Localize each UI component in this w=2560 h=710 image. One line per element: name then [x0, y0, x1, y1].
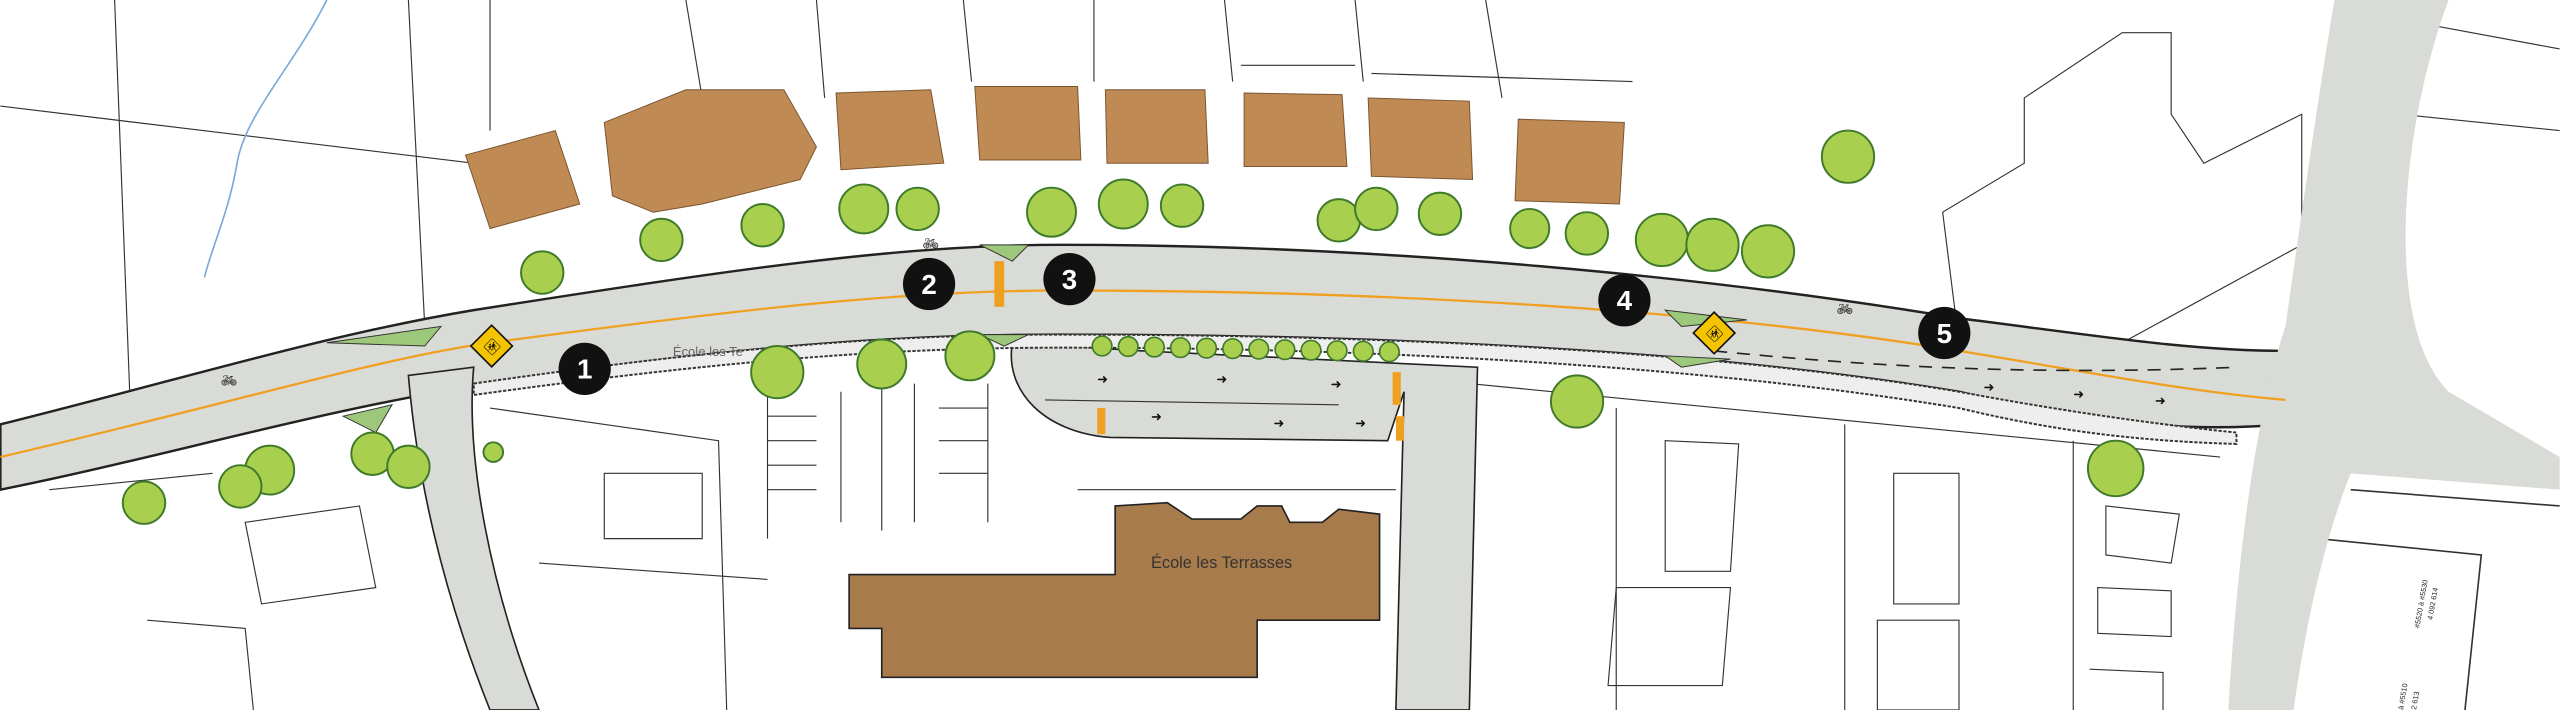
- side-street-right: [2228, 0, 2560, 710]
- tree-icon: [750, 345, 805, 400]
- house: [464, 129, 581, 230]
- svg-text:🚸︎: 🚸︎: [482, 339, 503, 357]
- tree-icon: [1195, 337, 1218, 359]
- svg-text:🚲︎: 🚲︎: [1837, 301, 1854, 316]
- house: [1514, 118, 1625, 205]
- svg-text:🚲︎: 🚲︎: [221, 373, 238, 388]
- marker-2[interactable]: 2: [902, 257, 956, 311]
- tree-icon: [1685, 217, 1740, 272]
- tree-icon: [1097, 178, 1149, 230]
- tree-icon: [1117, 335, 1139, 358]
- tree-icon: [1248, 338, 1270, 360]
- sidewalk-hatched: [472, 333, 2238, 445]
- tree-icon: [639, 217, 684, 263]
- school-driveway: [1010, 341, 1479, 710]
- tree-icon: [1378, 341, 1400, 363]
- school-crossing-sign-icon: 🚸︎: [1692, 311, 1737, 355]
- school-building: [848, 501, 1381, 679]
- tree-icon: [1354, 186, 1399, 232]
- tree-icon: [121, 480, 167, 525]
- tree-icon: [386, 444, 431, 490]
- house: [1243, 92, 1348, 167]
- direction-arrow-icon: ➜: [1331, 376, 1342, 391]
- school-road-label: École les Te: [673, 344, 743, 359]
- grass-islands: [326, 244, 1747, 434]
- svg-text:🚲︎: 🚲︎: [923, 236, 940, 251]
- direction-arrow-icon: ➜: [1151, 409, 1162, 424]
- svg-text:3: 3: [1062, 264, 1077, 295]
- tree-icon: [1159, 183, 1205, 228]
- marker-5[interactable]: 5: [1918, 306, 1971, 360]
- bike-lane-line: [1714, 350, 2237, 372]
- marker-4[interactable]: 4: [1598, 274, 1651, 327]
- crosswalks: [994, 261, 1405, 441]
- tree-icon: [1169, 336, 1192, 359]
- side-street-left: [407, 366, 540, 710]
- marker-1[interactable]: 1: [558, 342, 611, 395]
- tree-icon: [1222, 338, 1244, 360]
- stream: [203, 0, 328, 278]
- tree-icon: [1316, 198, 1361, 243]
- houses: [464, 86, 1625, 230]
- tree-icon: [482, 441, 505, 463]
- house: [1104, 89, 1209, 164]
- lot-label: à #5510: [2396, 683, 2409, 710]
- tree-icon: [1740, 224, 1796, 279]
- svg-text:5: 5: [1937, 318, 1952, 349]
- marker-3[interactable]: 3: [1043, 252, 1096, 306]
- tree-icon: [1509, 207, 1551, 250]
- svg-text:1: 1: [577, 354, 592, 385]
- tree-icon: [1091, 335, 1113, 357]
- svg-text:2: 2: [921, 269, 936, 300]
- tree-icon: [838, 183, 890, 235]
- trees: [121, 129, 2145, 525]
- direction-arrow-icon: ➜: [1273, 416, 1284, 431]
- tree-icon: [1026, 186, 1077, 238]
- tree-icon: [1300, 339, 1322, 361]
- direction-arrow-icon: ➜: [1983, 380, 1994, 395]
- direction-arrow-icon: ➜: [2073, 386, 2084, 401]
- tree-icon: [895, 186, 940, 232]
- tree-icon: [1549, 374, 1605, 429]
- tree-icon: [944, 330, 996, 382]
- svg-text:🚸︎: 🚸︎: [1704, 325, 1725, 343]
- direction-arrow-icon: ➜: [1355, 416, 1366, 431]
- tree-icon: [520, 250, 565, 295]
- house: [1367, 97, 1474, 181]
- tree-icon: [218, 464, 263, 509]
- tree-icon: [1326, 340, 1348, 362]
- house: [974, 86, 1082, 161]
- tree-icon: [856, 338, 908, 390]
- direction-arrows: ➜ ➜ ➜ ➜ ➜ ➜ ➜ ➜ ➜: [1097, 372, 2166, 431]
- tree-icon: [1274, 339, 1296, 361]
- svg-text:4: 4: [1617, 285, 1633, 316]
- parking-stalls: [766, 383, 1396, 539]
- tree-icon: [1143, 336, 1165, 358]
- tree-icon: [1820, 129, 1876, 184]
- tree-icon: [2086, 439, 2145, 498]
- tree-icon: [1352, 340, 1374, 362]
- direction-arrow-icon: ➜: [2155, 393, 2166, 408]
- tree-icon: [1634, 212, 1690, 268]
- lot-label: 2 613: [2409, 691, 2421, 710]
- direction-arrow-icon: ➜: [1216, 372, 1227, 387]
- direction-arrow-icon: ➜: [1097, 372, 1108, 387]
- school-name: École les Terrasses: [1151, 553, 1292, 572]
- house: [835, 89, 945, 171]
- house: [603, 89, 818, 213]
- tree-icon: [740, 203, 785, 248]
- tree-icon: [1417, 191, 1463, 237]
- school-crossing-sign-icon: 🚸︎: [469, 324, 514, 368]
- tree-icon: [1564, 211, 1610, 256]
- bicycle-lane-icon: 🚲︎ 🚲︎ 🚲︎: [221, 236, 1853, 388]
